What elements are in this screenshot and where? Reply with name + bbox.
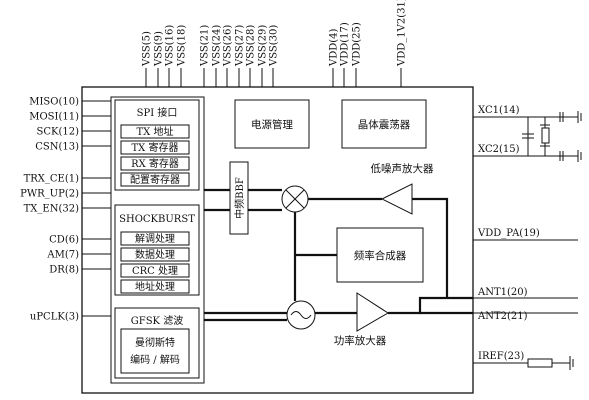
spi-row-config-reg xyxy=(120,172,190,187)
sb-row-crc xyxy=(120,263,190,278)
gfsk-title: GFSK 滤波 xyxy=(131,314,183,327)
gfsk-box xyxy=(114,307,200,379)
crystal-icon xyxy=(541,127,550,144)
sb-crc-label: CRC 处理 xyxy=(132,265,178,277)
top-pin-label: VSS(28) xyxy=(246,25,257,67)
left-pin-label: AM(7) xyxy=(46,250,79,261)
top-pin-label: VDD(25) xyxy=(352,22,363,67)
top-pin-label: VSS(30) xyxy=(269,25,280,67)
sb-row-demod xyxy=(120,231,190,246)
crystal-osc-label: 晶体震荡器 xyxy=(358,119,411,131)
left-pin-label: DR(8) xyxy=(49,265,79,276)
iref-resistor-icon xyxy=(527,358,553,368)
top-pin-label: VSS(16) xyxy=(165,25,176,67)
sb-demod-label: 解调处理 xyxy=(135,232,175,245)
encode-decode-label: 编码 / 解码 xyxy=(130,353,180,366)
spi-box xyxy=(114,99,200,191)
spi-row-tx-reg xyxy=(120,140,190,155)
top-pin-label: VDD_1V2(31) xyxy=(397,0,408,67)
pin-iref: IREF(23) xyxy=(478,351,524,362)
left-pin-label: TX_EN(32) xyxy=(24,204,79,215)
mixer-cross-marks xyxy=(285,189,305,209)
top-pin-label: VSS(29) xyxy=(258,25,269,67)
logic-column xyxy=(110,96,205,384)
shockburst-box xyxy=(114,204,200,296)
gfsk-row-manchester xyxy=(120,328,190,374)
shockburst-title: SHOCKBURST xyxy=(119,214,195,225)
lna-label: 低噪声放大器 xyxy=(371,162,434,175)
spi-rx-reg-label: RX 寄存器 xyxy=(131,157,179,170)
left-pins: MISO(10) MOSI(11) SCK(12) CSN(13) TRX_CE(1) P… xyxy=(20,97,79,323)
left-pin-label: CD(6) xyxy=(49,235,79,246)
left-pin-label: MISO(10) xyxy=(29,97,79,108)
power-mgmt-label: 电源管理 xyxy=(251,118,293,131)
sb-row-addr xyxy=(120,279,190,294)
power-mgmt-box xyxy=(234,99,310,149)
tx-mixer-icon xyxy=(286,300,316,330)
top-pin-label: VDD(17) xyxy=(340,22,351,67)
sb-addr-label: 地址处理 xyxy=(135,280,175,293)
top-pin-label: VSS(5) xyxy=(142,31,153,67)
left-pin-label: CSN(13) xyxy=(35,142,79,153)
top-pin-label: VDD(4) xyxy=(329,28,340,67)
pin-ant2: ANT2(21) xyxy=(477,311,528,322)
spi-config-reg-label: 配置寄存器 xyxy=(130,173,180,186)
top-pin-label: VSS(18) xyxy=(177,25,188,67)
pin-xc1: XC1(14) xyxy=(478,105,520,116)
top-pin-label: VSS(9) xyxy=(154,31,165,67)
spi-title: SPI 接口 xyxy=(137,106,178,119)
pin-vdd-pa: VDD_PA(19) xyxy=(477,228,540,239)
pa-triangle-icon xyxy=(356,292,389,332)
sb-row-data xyxy=(120,247,190,262)
left-pin-label: TRX_CE(1) xyxy=(24,174,80,185)
signal-lines xyxy=(204,188,473,322)
top-pins: VSS(5)VSS(9)VSS(16)VSS(18) VSS(21)VSS(24)… xyxy=(142,0,408,87)
spi-row-rx-reg xyxy=(120,156,190,171)
crystal-osc-box xyxy=(341,99,427,149)
lna-triangle-icon xyxy=(380,183,413,215)
if-bbf-label: 中频BBF xyxy=(233,177,246,219)
left-pin-label: uPCLK(3) xyxy=(30,312,79,323)
freq-synth-label: 频率合成器 xyxy=(354,249,407,262)
top-pin-label: VSS(27) xyxy=(235,25,246,67)
left-pin-label: SCK(12) xyxy=(37,127,80,138)
pin-ant1: ANT1(20) xyxy=(477,287,528,298)
left-pin-label: PWR_UP(2) xyxy=(20,189,79,200)
sb-data-label: 数据处理 xyxy=(135,248,175,261)
top-pin-label: VSS(21) xyxy=(200,25,211,67)
pin-xc2: XC2(15) xyxy=(478,144,520,155)
left-pin-label: MOSI(11) xyxy=(29,112,79,123)
top-pin-label: VSS(24) xyxy=(212,25,223,67)
top-pin-label: VSS(26) xyxy=(223,25,234,67)
pin-wires xyxy=(82,100,582,370)
spi-tx-reg-label: TX 寄存器 xyxy=(132,141,179,154)
pa-label: 功率放大器 xyxy=(334,334,387,347)
spi-row-tx-addr xyxy=(120,124,190,139)
spi-tx-addr-label: TX 地址 xyxy=(137,125,174,138)
manchester-label: 曼彻斯特 xyxy=(135,336,175,349)
if-bbf-box xyxy=(229,161,249,235)
